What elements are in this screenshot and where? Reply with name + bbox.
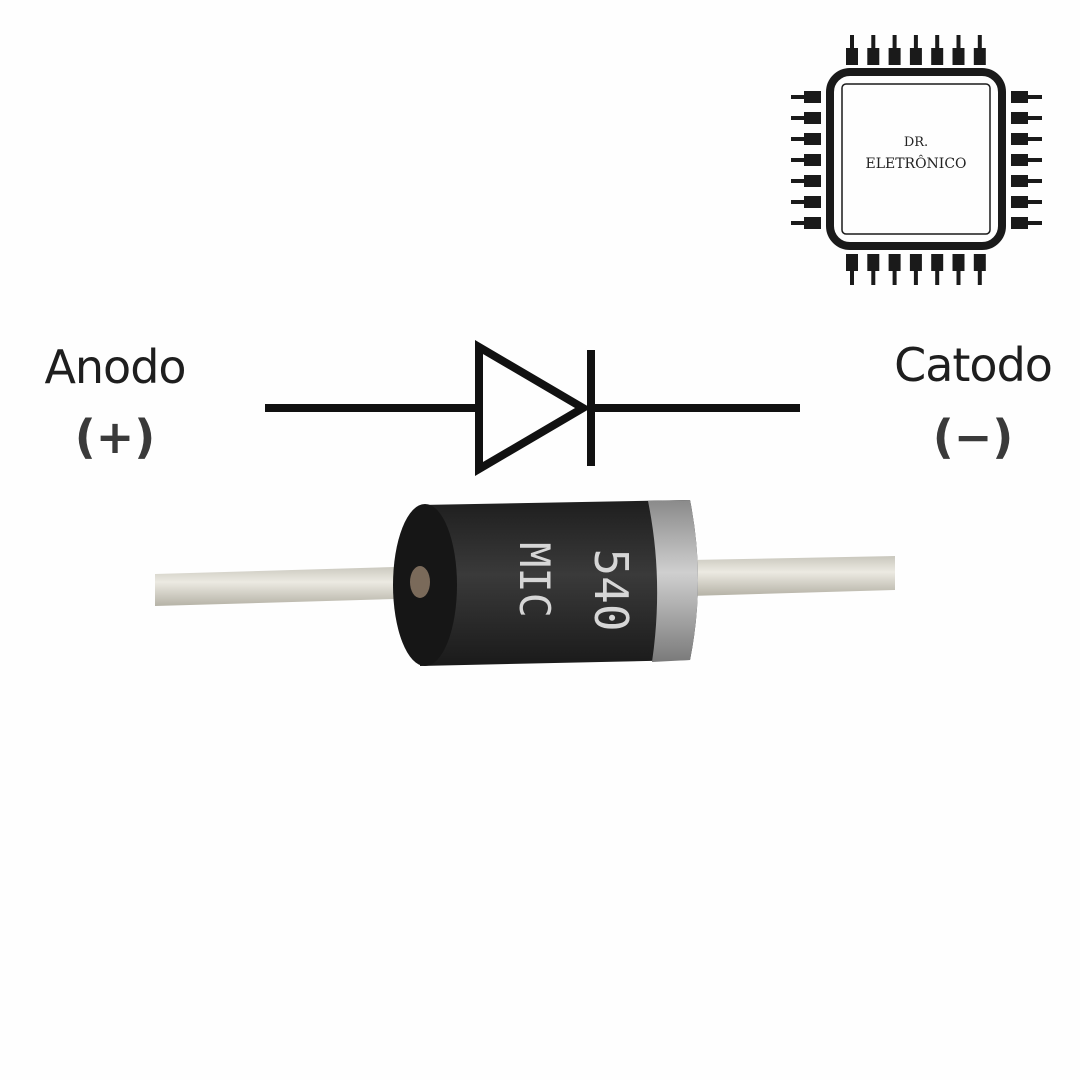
- chip-pin: [1027, 200, 1042, 204]
- chip-pin: [973, 48, 986, 65]
- chip-pin: [1027, 137, 1042, 141]
- chip-pin: [804, 196, 821, 208]
- chip-pin: [804, 175, 821, 187]
- chip-pin: [888, 254, 901, 271]
- chip-pin: [956, 35, 961, 49]
- chip-pin: [791, 158, 805, 162]
- anode-sign: (+): [74, 410, 156, 464]
- chip-pin: [909, 254, 922, 271]
- cathode-sign: (−): [932, 410, 1014, 464]
- cathode-label: Catodo: [894, 338, 1053, 392]
- logo-chip-icon: [791, 35, 1042, 285]
- chip-pin: [1011, 91, 1028, 103]
- chip-pin: [791, 200, 805, 204]
- diode-marking-line2: 540: [584, 548, 638, 631]
- chip-pin: [804, 154, 821, 166]
- chip-pin: [871, 270, 876, 285]
- chip-pin: [1011, 196, 1028, 208]
- chip-pin: [931, 48, 944, 65]
- chip-pin: [791, 179, 805, 183]
- cathode-lead: [690, 556, 895, 596]
- chip-pin: [956, 270, 961, 285]
- chip-pin: [913, 270, 918, 285]
- chip-pin: [892, 35, 897, 49]
- chip-pin: [973, 254, 986, 271]
- chip-pin: [867, 48, 880, 65]
- chip-pin: [1011, 217, 1028, 229]
- chip-pin: [1011, 112, 1028, 124]
- chip-pin: [1027, 95, 1042, 99]
- diode-component: MIC 540: [155, 500, 895, 666]
- chip-pin: [804, 91, 821, 103]
- chip-pin: [804, 217, 821, 229]
- chip-pin: [931, 254, 944, 271]
- logo-text-line2: ELETRÔNICO: [865, 154, 966, 172]
- chip-pin: [977, 35, 982, 49]
- chip-pin: [1011, 154, 1028, 166]
- chip-pin: [850, 35, 854, 49]
- chip-pin: [867, 254, 880, 271]
- chip-pin: [791, 221, 805, 225]
- chip-pins-top: [791, 35, 1042, 285]
- chip-pin: [1027, 179, 1042, 183]
- anode-label: Anodo: [44, 340, 186, 394]
- chip-pin: [1027, 116, 1042, 120]
- diode-marking-line1: MIC: [510, 542, 559, 618]
- chip-pin: [952, 48, 965, 65]
- chip-pin: [1027, 158, 1042, 162]
- chip-pin: [804, 133, 821, 145]
- chip-pin: [909, 48, 922, 65]
- chip-pin: [791, 116, 805, 120]
- chip-pin: [952, 254, 965, 271]
- chip-pin: [1011, 175, 1028, 187]
- chip-pin: [892, 270, 897, 285]
- chip-pin: [791, 137, 805, 141]
- chip-pin: [935, 35, 940, 49]
- chip-pin: [913, 35, 918, 49]
- chip-pin: [1011, 133, 1028, 145]
- logo-text-line1: DR.: [904, 135, 928, 150]
- chip-pin: [850, 270, 854, 285]
- chip-pin: [804, 112, 821, 124]
- chip-pin: [935, 270, 940, 285]
- chip-pin: [871, 35, 876, 49]
- chip-pin: [977, 270, 982, 285]
- chip-pin: [846, 254, 858, 271]
- chip-pin: [791, 95, 805, 99]
- anode-lead: [155, 566, 430, 606]
- cathode-band: [648, 500, 698, 662]
- chip-pin: [1027, 221, 1042, 225]
- chip-pin: [888, 48, 901, 65]
- diode-symbol-icon: [265, 340, 800, 476]
- chip-pin: [846, 48, 858, 65]
